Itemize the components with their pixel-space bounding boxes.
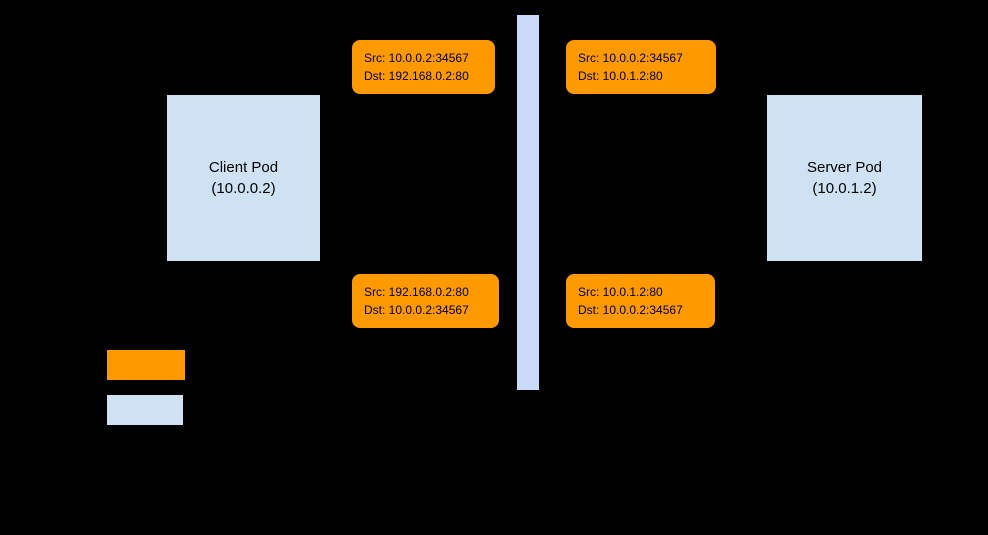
node-boundary-bar [517, 15, 539, 390]
packet-label-outbound-pre-nat: Src: 10.0.0.2:34567 Dst: 192.168.0.2:80 [352, 40, 495, 94]
packet-src-line: Src: 10.0.0.2:34567 [364, 51, 469, 65]
packet-src-line: Src: 10.0.0.2:34567 [578, 51, 683, 65]
packet-label-return-post-nat: Src: 192.168.0.2:80 Dst: 10.0.0.2:34567 [352, 274, 499, 328]
legend-node-swatch [107, 395, 183, 425]
server-pod-node: Server Pod (10.0.1.2) [767, 95, 922, 261]
packet-label-return-pre-nat: Src: 10.0.1.2:80 Dst: 10.0.0.2:34567 [566, 274, 715, 328]
server-pod-ip: (10.0.1.2) [812, 180, 877, 197]
packet-dst-line: Dst: 10.0.0.2:34567 [364, 303, 469, 317]
packet-label-outbound-post-nat: Src: 10.0.0.2:34567 Dst: 10.0.1.2:80 [566, 40, 716, 94]
client-pod-title: Client Pod [208, 159, 279, 176]
packet-dst-line: Dst: 10.0.0.2:34567 [578, 303, 683, 317]
server-pod-title: Server Pod [806, 159, 883, 176]
packet-src-line: Src: 192.168.0.2:80 [364, 285, 469, 299]
packet-src-line: Src: 10.0.1.2:80 [578, 285, 663, 299]
legend-packet-swatch [107, 350, 185, 380]
client-pod-ip: (10.0.0.2) [211, 180, 276, 197]
packet-dst-line: Dst: 10.0.1.2:80 [578, 69, 663, 83]
client-pod-node: Client Pod (10.0.0.2) [167, 95, 320, 261]
packet-dst-line: Dst: 192.168.0.2:80 [364, 69, 469, 83]
